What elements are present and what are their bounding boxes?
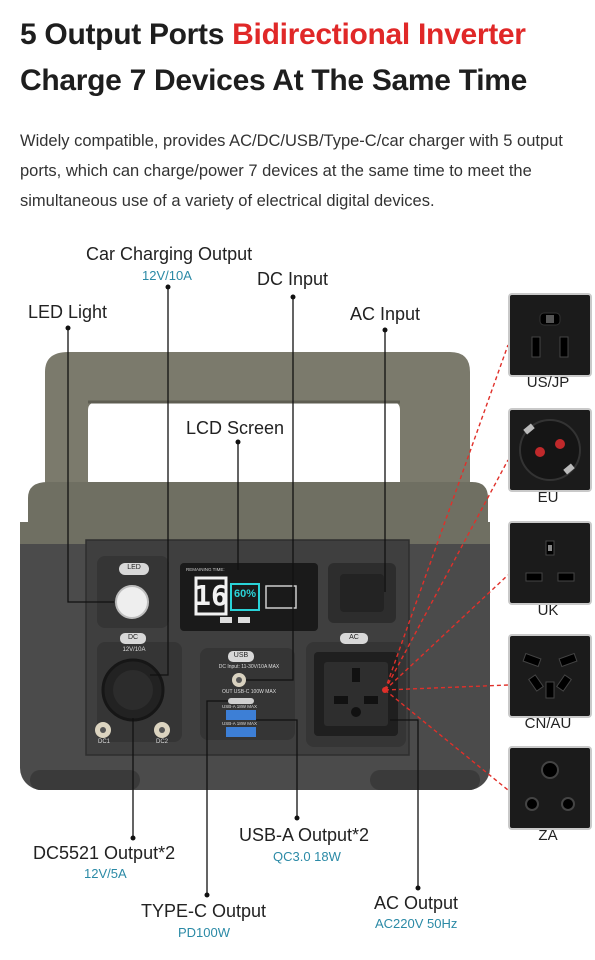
ac-button-label: AC xyxy=(349,634,359,641)
led-button[interactable] xyxy=(119,563,149,575)
eu-socket-icon xyxy=(519,419,581,481)
plug-uk-label: UK xyxy=(537,602,559,619)
title-highlight: Bidirectional Inverter xyxy=(232,18,526,51)
lcd-screen-label: LCD Screen xyxy=(186,418,285,438)
car-spec-label: 12V/10A xyxy=(122,647,146,653)
usb-c-port-label: OUT USB-C 100W MAX xyxy=(221,689,277,695)
usb-a-port-2-label: USB-A 18W MAX xyxy=(222,721,258,726)
car-charging-label: Car Charging Output xyxy=(86,244,253,264)
dc-input-port-label: DC Input: 11-30V/10A MAX xyxy=(218,664,280,670)
dc5521-label: DC5521 Output*2 xyxy=(33,843,176,863)
usb-a-label: USB-A Output*2 xyxy=(239,825,370,845)
uk-socket-icon xyxy=(525,540,575,582)
ac-input-label: AC Input xyxy=(350,304,421,324)
usb-c-port[interactable] xyxy=(228,698,254,704)
page-subtitle: Charge 7 Devices At The Same Time xyxy=(20,64,527,97)
dc2-label: DC2 xyxy=(155,739,168,745)
dc-button-label: DC xyxy=(127,634,139,641)
type-c-spec: PD100W xyxy=(178,925,231,940)
plug-za-label: ZA xyxy=(538,827,558,844)
led-light-label: LED Light xyxy=(28,302,108,322)
description: Widely compatible, provides AC/DC/USB/Ty… xyxy=(20,132,563,210)
plug-eu-label: EU xyxy=(537,489,559,506)
lcd-big-digits: 16 xyxy=(194,579,228,612)
ac-output-spec: AC220V 50Hz xyxy=(375,916,458,931)
ac-output-label: AC Output xyxy=(374,893,459,913)
usb-a-spec: QC3.0 18W xyxy=(273,849,341,864)
usb-button[interactable] xyxy=(228,651,254,662)
dc-button[interactable] xyxy=(120,633,146,644)
usb-a-port-1-label: USB-A 18W MAX xyxy=(222,704,258,709)
usb-a-port-2[interactable] xyxy=(226,727,256,737)
plug-cn-au-label: CN/AU xyxy=(524,715,572,732)
za-socket-icon xyxy=(525,761,575,811)
type-c-label: TYPE-C Output xyxy=(141,901,267,921)
plug-za xyxy=(508,746,592,830)
ac-button[interactable] xyxy=(340,633,368,644)
usb-a-port-1[interactable] xyxy=(226,710,256,720)
usb-button-label: USB xyxy=(233,652,249,659)
plug-eu xyxy=(508,408,592,492)
lcd-remaining-label: REMAINING TIME: xyxy=(186,567,225,572)
plug-us-jp xyxy=(508,293,592,377)
us-jp-socket-icon xyxy=(531,312,569,358)
led-lamp xyxy=(115,585,149,619)
cn-au-socket-icon xyxy=(522,652,578,699)
page-title: 5 Output Ports Bidirectional Inverter xyxy=(20,18,526,52)
plug-uk xyxy=(508,521,592,605)
dc5521-spec: 12V/5A xyxy=(84,866,127,881)
dc-input-label: DC Input xyxy=(257,269,329,289)
led-button-label: LED xyxy=(127,564,141,571)
plug-us-jp-label: US/JP xyxy=(526,374,570,391)
lcd-battery-percent: 60% xyxy=(233,588,257,600)
title-part1: 5 Output Ports xyxy=(20,18,233,51)
plug-cn-au xyxy=(508,634,592,718)
dc1-label: DC1 xyxy=(97,739,110,745)
car-charging-spec: 12V/10A xyxy=(142,268,192,283)
